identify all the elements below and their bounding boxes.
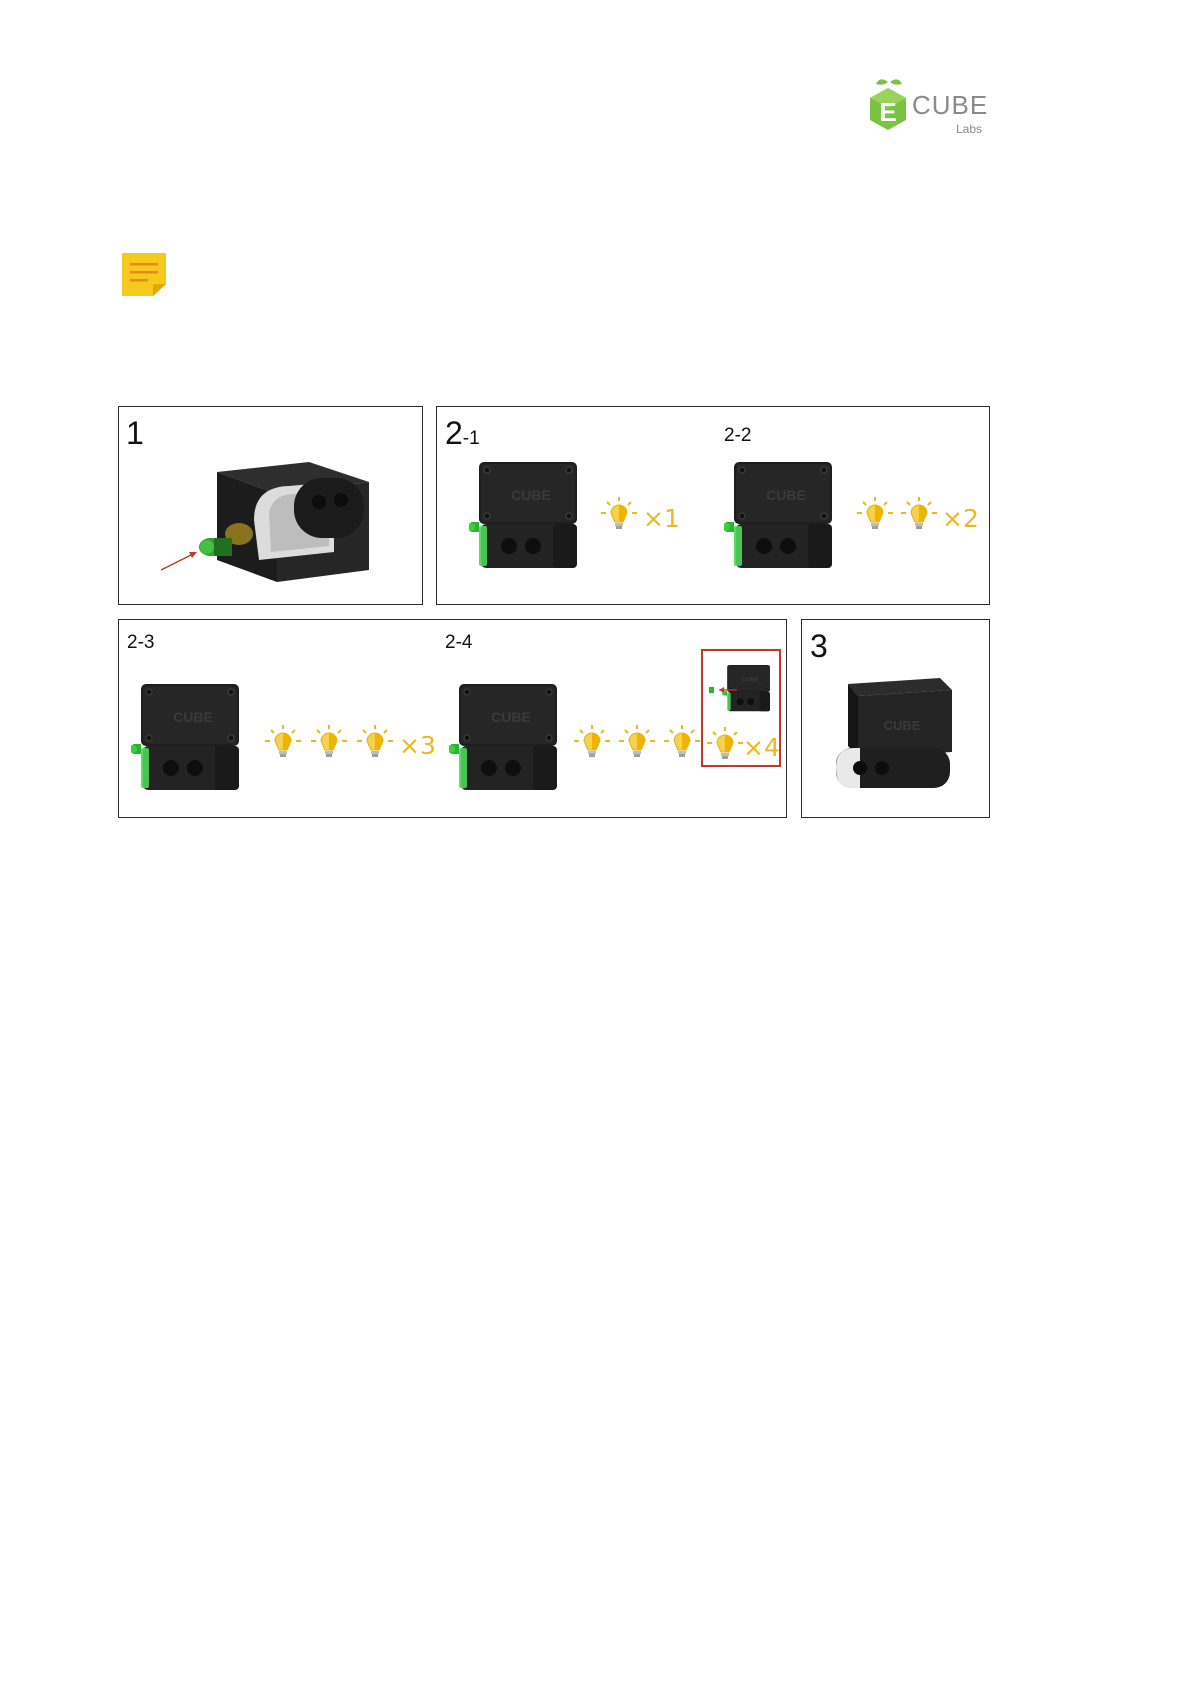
bulb-icon bbox=[355, 723, 395, 763]
step-3-illustration: CUBE bbox=[830, 672, 960, 797]
step-2-1-label: 2-1 bbox=[445, 415, 480, 452]
step-2-4-device bbox=[449, 684, 569, 794]
step-2-2-device bbox=[724, 462, 844, 572]
step-2-4-label: 2-4 bbox=[445, 632, 472, 654]
logo-text: CUBE bbox=[912, 90, 988, 120]
bulb-icon bbox=[572, 723, 612, 763]
bulb-icon bbox=[662, 723, 702, 763]
bulb-icon bbox=[899, 495, 939, 535]
step-1-label: 1 bbox=[126, 415, 144, 452]
sticky-note-icon[interactable] bbox=[119, 250, 169, 298]
bulb-icon bbox=[263, 723, 303, 763]
step-1-illustration bbox=[159, 442, 419, 602]
bulb-icon bbox=[309, 723, 349, 763]
ecube-labs-logo: E CUBE Labs bbox=[868, 78, 1008, 138]
step-2-1-number: 2 bbox=[445, 415, 463, 451]
bulb-icon bbox=[855, 495, 895, 535]
blink-count-4: ×4 bbox=[743, 733, 780, 762]
bulb-icon bbox=[617, 723, 657, 763]
blink-count-2: ×2 bbox=[942, 504, 979, 533]
blink-count-3: ×3 bbox=[399, 731, 436, 760]
step-2-3-4-panel: 2-3 2-4 ×3 ×4 bbox=[118, 619, 787, 818]
step-3-label: 3 bbox=[810, 628, 828, 665]
step-3-panel: 3 CUBE bbox=[801, 619, 990, 818]
blink-count-1: ×1 bbox=[643, 504, 680, 533]
step-2-3-label: 2-3 bbox=[127, 632, 154, 654]
bulb-icon bbox=[599, 495, 639, 535]
logo-letter: E bbox=[879, 97, 896, 127]
bulb-icon bbox=[705, 725, 745, 765]
mini-red-arrow bbox=[709, 685, 739, 695]
step-3-device-brand: CUBE bbox=[884, 718, 921, 733]
step-1-panel: 1 bbox=[118, 406, 423, 605]
step-2-1-device bbox=[469, 462, 589, 572]
step-2-2-label: 2-2 bbox=[724, 425, 751, 447]
logo-sub: Labs bbox=[956, 122, 982, 136]
step-2-panel: 2-1 2-2 ×1 ×2 bbox=[436, 406, 990, 605]
step-2-3-device bbox=[131, 684, 251, 794]
step-2-4-highlight-box: ×4 bbox=[701, 649, 781, 767]
step-2-1-sub: -1 bbox=[463, 428, 480, 449]
